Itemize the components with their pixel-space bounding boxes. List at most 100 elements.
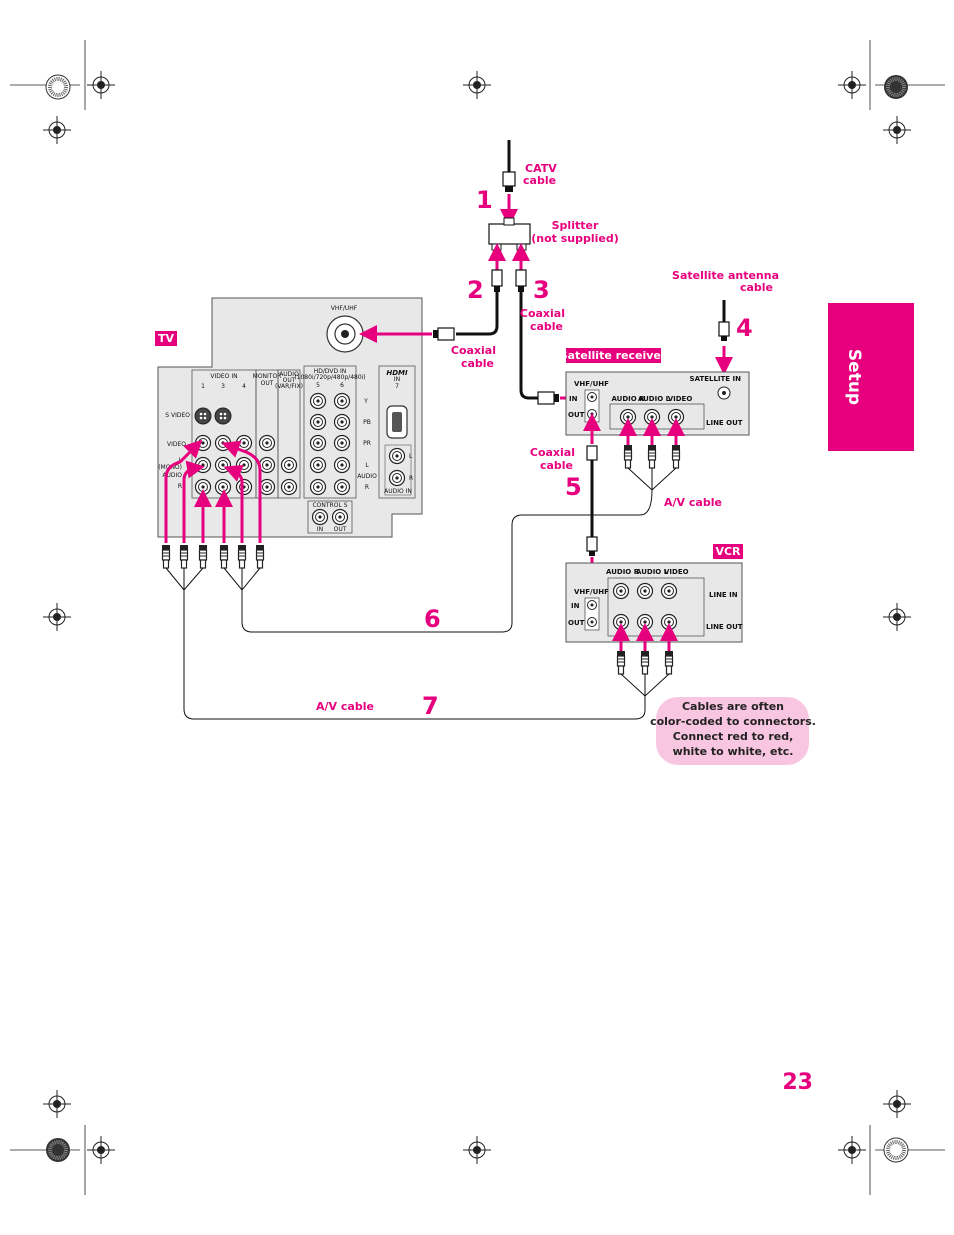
tv-monitor-label: MONITOR	[253, 373, 282, 380]
satellite-antenna-cable	[718, 300, 730, 341]
tv-control-s-label: CONTROL S	[312, 502, 347, 509]
tv-control-s-in: IN	[317, 526, 323, 533]
tv-component-l-label: L	[365, 462, 369, 469]
page-number: 23	[782, 1070, 813, 1095]
section-tab-label: Setup	[844, 349, 864, 405]
av-cable-label-a: A/V cable	[664, 496, 722, 509]
tv-y-label: Y	[363, 398, 368, 405]
tv-vhf-uhf-jack	[326, 315, 364, 353]
tv-input-4: 4	[242, 383, 246, 390]
note-line-2: color-coded to connectors.	[650, 715, 816, 728]
av-cable-satellite	[619, 418, 685, 491]
tv-audio-r-label: R	[178, 483, 182, 490]
vcr-audio-l-label: AUDIO L	[636, 568, 669, 576]
step-4: 4	[736, 314, 753, 342]
tv-input-6: 6	[340, 382, 344, 389]
splitter	[488, 217, 531, 251]
satellite-antenna-label-1: Satellite antenna	[672, 269, 779, 282]
tv-av-plugs-input1	[161, 544, 208, 591]
catv-label-1: CATV	[525, 162, 557, 175]
tv-hdmi-in-label: IN	[394, 376, 400, 383]
tv-hdmi-port	[386, 405, 408, 439]
tv-component-r-label: R	[365, 484, 369, 491]
sat-line-out-label: LINE OUT	[706, 419, 743, 427]
satellite-receiver-tag-label: Satellite receiver	[560, 349, 667, 362]
coaxial-label-c-2: cable	[540, 459, 573, 472]
vcr-out-label: OUT	[568, 619, 585, 627]
step-2: 2	[467, 276, 484, 304]
coax-connector-2	[491, 269, 503, 292]
sat-video-label: VIDEO	[668, 395, 693, 403]
coaxial-label-a-2: cable	[530, 320, 563, 333]
tv-tag-label: TV	[158, 332, 175, 345]
tv-input-7: 7	[395, 383, 399, 390]
vcr-tag: VCR	[713, 544, 743, 559]
satellite-antenna-label-2: cable	[740, 281, 773, 294]
step-1: 1	[476, 186, 493, 214]
vcr-vhf-uhf-label: VHF/UHF	[574, 588, 609, 596]
section-tab: Setup	[828, 303, 914, 451]
catv-label-2: cable	[523, 174, 556, 187]
coaxial-label-b-1: Coaxial	[451, 344, 496, 357]
coaxial-label-c-1: Coaxial	[530, 446, 575, 459]
vcr-line-out-label: LINE OUT	[706, 623, 743, 631]
tv-hd-dvd-format-label: (1080i/720p/480p/480i)	[294, 374, 365, 381]
tv-hd-dvd-in-label: HD/DVD IN	[314, 368, 347, 375]
sat-in-label: IN	[569, 395, 578, 403]
sat-vhf-uhf-label: VHF/UHF	[574, 380, 609, 388]
catv-cable	[500, 140, 518, 227]
sat-audio-r-label: AUDIO R	[611, 395, 645, 403]
tv-av-plugs-input3	[219, 544, 265, 591]
tv-pr-label: PR	[363, 440, 371, 447]
tv-vhf-uhf-label: VHF/UHF	[331, 305, 358, 312]
vcr-audio-r-label: AUDIO R	[606, 568, 640, 576]
tv-monitor-out-label: OUT	[261, 380, 274, 387]
coax-connector-sat-in	[537, 391, 559, 405]
tv-control-s-out: OUT	[334, 526, 347, 533]
tv-component-audio-label: AUDIO	[357, 473, 377, 480]
vcr-video-label: VIDEO	[664, 568, 689, 576]
satellite-receiver-tag: Satellite receiver	[560, 348, 667, 363]
note-line-4: white to white, etc.	[673, 745, 794, 758]
av-cable-label-b: A/V cable	[316, 700, 374, 713]
vcr-in-label: IN	[571, 602, 580, 610]
vcr-tag-label: VCR	[715, 545, 741, 558]
tv-hdmi-audio-in-label: AUDIO IN	[384, 488, 412, 495]
tv-input-5: 5	[316, 382, 320, 389]
tv-input-3: 3	[221, 383, 225, 390]
crop-marks	[10, 40, 945, 1195]
av-cable-vcr	[612, 623, 678, 697]
note-line-3: Connect red to red,	[673, 730, 794, 743]
step-6: 6	[424, 605, 441, 633]
tv-audio-out-label-1: AUDIO	[279, 371, 299, 378]
step-7: 7	[422, 692, 439, 720]
coax-connector-3	[515, 269, 527, 292]
tv-hdmi-audio-r-label: R	[409, 475, 413, 482]
coax-connector-tv	[433, 327, 455, 341]
sat-out-label: OUT	[568, 411, 585, 419]
splitter-label-2: (not supplied)	[531, 232, 619, 245]
tv-hdmi-logo: HDMI	[386, 369, 408, 377]
sat-satellite-in-label: SATELLITE IN	[690, 375, 742, 383]
coaxial-label-a-1: Coaxial	[520, 307, 565, 320]
tv-s-video-label: S VIDEO	[165, 412, 190, 419]
sat-audio-l-label: AUDIO L	[638, 395, 671, 403]
tv-pb-label: PB	[363, 419, 371, 426]
splitter-label-1: Splitter	[552, 219, 599, 232]
tv-audio-out-label-2: OUT	[283, 377, 296, 384]
step-3: 3	[533, 276, 550, 304]
step-5: 5	[565, 473, 582, 501]
tv-input-1: 1	[201, 383, 205, 390]
tv-video-label: VIDEO	[167, 441, 186, 448]
vcr-line-in-label: LINE IN	[709, 591, 738, 599]
tv-audio-label: AUDIO	[162, 472, 182, 479]
tv-video-in-label: VIDEO IN	[210, 373, 237, 380]
vcr-panel: AUDIO R AUDIO L VIDEO VHF/UHF IN OUT LIN…	[565, 562, 743, 643]
tv-hdmi-audio-l-label: L	[409, 453, 413, 460]
note-line-1: Cables are often	[682, 700, 784, 713]
tv-audio-out-label-3: (VAR/FIX)	[275, 383, 303, 390]
tv-tag: TV	[155, 331, 177, 346]
color-code-note: Cables are often color-coded to connecto…	[650, 697, 816, 765]
coaxial-label-b-2: cable	[461, 357, 494, 370]
